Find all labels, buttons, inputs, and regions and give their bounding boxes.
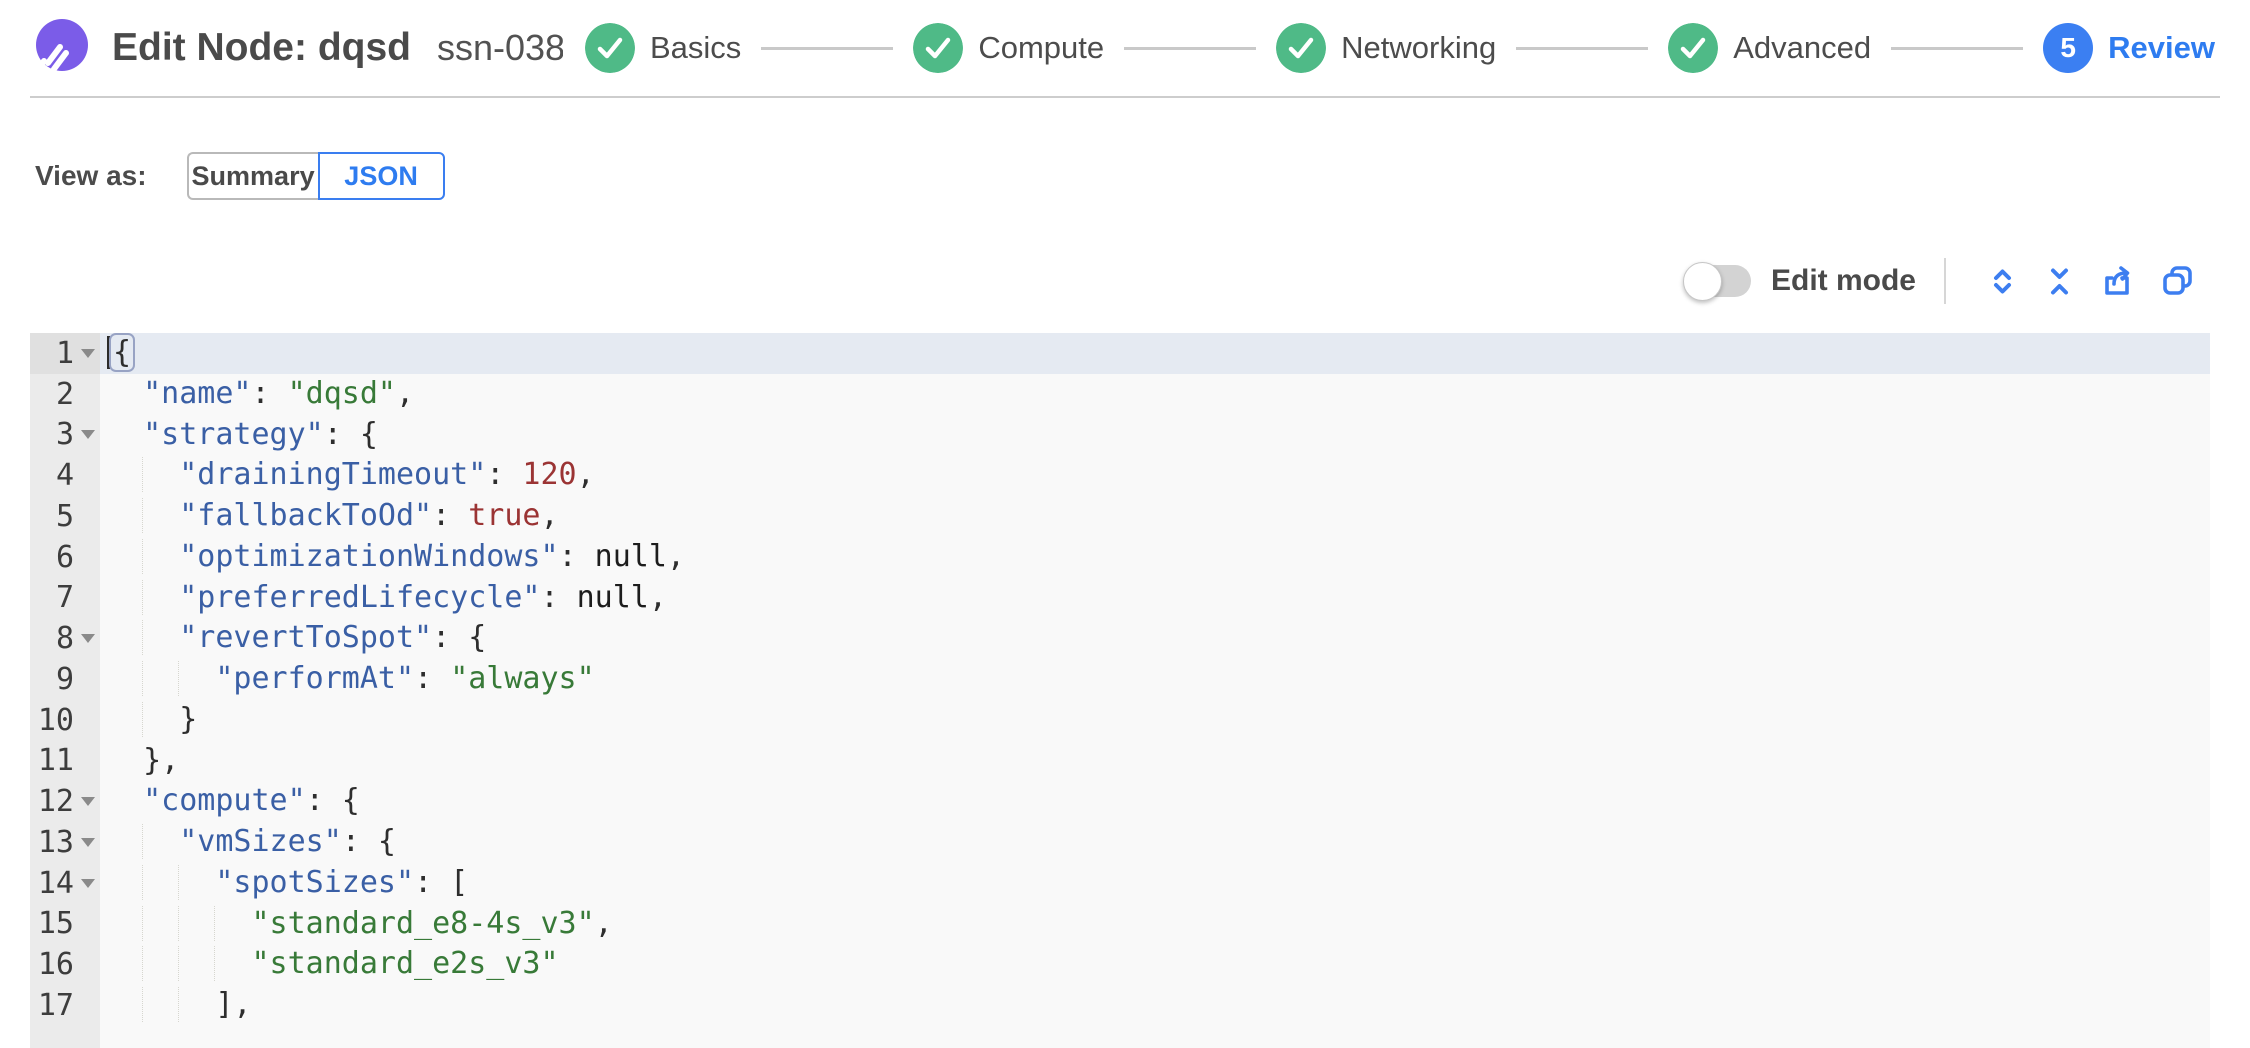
step-review[interactable]: 5 Review [2043,23,2215,73]
line-number: 15 [37,906,74,942]
fold-arrow-icon[interactable] [81,348,95,358]
step-label: Basics [649,30,742,65]
wizard-stepper: Basics Compute Networking Advanced 5 Review [584,23,2215,73]
code-line[interactable]: }, [107,742,180,778]
line-number: 8 [30,618,100,659]
view-json-button[interactable]: JSON [317,152,445,200]
code-line[interactable]: "strategy": { [143,416,378,452]
view-as-label: View as: [35,160,147,191]
line-number: 4 [55,458,74,494]
step-label: Compute [978,30,1105,65]
view-as-switcher: Summary JSON [186,152,445,200]
code-line[interactable]: } [100,700,2210,741]
toolbar-divider [1944,258,1946,304]
code-line[interactable]: "standard_e2s_v3" [100,944,2210,985]
line-number: 14 [30,863,100,904]
code-line[interactable]: "preferredLifecycle": null, [100,578,2210,619]
line-number: 1 [30,333,100,374]
copy-icon[interactable] [2161,264,2195,298]
edit-mode-label: Edit mode [1770,264,1916,297]
code-line[interactable]: "spotSizes": [ [100,863,2210,904]
step-connector [1124,46,1257,50]
line-number: 2 [55,376,74,412]
step-check-icon [1276,23,1327,73]
node-id: ssn-038 [436,27,563,68]
line-number: 10 [37,702,74,738]
code-line[interactable]: ], [100,985,2210,1026]
fold-arrow-icon[interactable] [81,430,95,440]
line-number: 6 [55,539,74,575]
step-number-badge: 5 [2043,23,2094,73]
step-connector [1516,46,1649,50]
code-line[interactable]: "fallbackToOd": true, [100,496,2210,537]
fold-arrow-icon[interactable] [81,878,95,888]
header-divider [30,96,2220,98]
text-cursor [107,336,110,369]
header: Edit Node: dqsd ssn-038 Basics Compute Net… [0,0,2250,96]
editor-code-area[interactable]: { "name": "dqsd", "strategy": { "drainin… [100,333,2210,1048]
step-label: Review [2108,30,2216,65]
step-check-icon [913,23,964,73]
line-number: 16 [37,947,74,983]
spot-logo [35,19,88,72]
code-line[interactable]: "standard_e8-4s_v3", [100,904,2210,945]
editor-toolbar: Edit mode [0,256,2208,306]
step-basics[interactable]: Basics [584,23,742,73]
view-as-row: View as: Summary JSON [35,152,2250,200]
view-summary-button[interactable]: Summary [186,152,318,200]
page-title: Edit Node: dqsd [112,26,411,69]
step-compute[interactable]: Compute [913,23,1104,73]
code-line[interactable]: "vmSizes": { [100,822,2210,863]
code-line[interactable]: "optimizationWindows": null, [100,537,2210,578]
line-number: 17 [37,987,74,1023]
step-connector [1891,46,2024,50]
fold-arrow-icon[interactable] [81,634,95,644]
export-icon[interactable] [2101,264,2135,298]
line-number: 13 [30,822,100,863]
step-networking[interactable]: Networking [1276,23,1496,73]
expand-all-icon[interactable] [1987,266,2018,297]
line-number: 7 [55,580,74,616]
line-number: 11 [37,743,74,779]
step-label: Advanced [1733,30,1872,65]
fold-arrow-icon[interactable] [81,837,95,847]
code-line[interactable]: "compute": { [143,783,360,819]
step-connector [761,46,894,50]
line-number: 9 [55,661,74,697]
code-line[interactable]: "name": "dqsd", [143,375,415,411]
code-line[interactable]: "drainingTimeout": 120, [100,455,2210,496]
fold-arrow-icon[interactable] [81,797,95,807]
line-number: 5 [55,498,74,534]
step-check-icon [1668,23,1719,73]
line-number: 12 [30,781,100,822]
step-advanced[interactable]: Advanced [1668,23,1871,73]
code-line[interactable]: "performAt": "always" [100,659,2210,700]
code-line[interactable]: "revertToSpot": { [100,618,2210,659]
toggle-knob [1682,262,1722,301]
collapse-all-icon[interactable] [2044,266,2075,297]
line-number: 3 [30,415,100,456]
edit-mode-toggle[interactable] [1682,262,1751,301]
code-line[interactable]: { [100,333,2210,374]
step-check-icon [584,23,635,73]
step-label: Networking [1341,30,1497,65]
